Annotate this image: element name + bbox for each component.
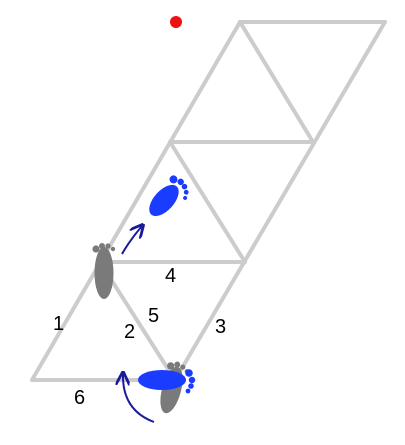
diag-top: [238, 20, 315, 144]
edge-label-4: 4: [165, 265, 176, 287]
edge-1: [30, 20, 242, 382]
edge-label-3: 3: [215, 316, 226, 338]
edge-label-2: 2: [124, 321, 135, 343]
edge-label-6: 6: [74, 387, 85, 409]
edge-label-5: 5: [148, 305, 159, 327]
footprint-icon: [92, 243, 116, 299]
start-dot: [170, 16, 182, 28]
lattice: [30, 20, 387, 382]
footprint-icon: [149, 175, 189, 217]
curved-arrow-icon: [121, 226, 142, 255]
curved-arrow-icon: [123, 374, 155, 423]
diag-mid: [168, 140, 247, 264]
footprint-icon: [138, 369, 196, 394]
edge-3: [173, 20, 387, 382]
edge-label-1: 1: [53, 313, 64, 335]
